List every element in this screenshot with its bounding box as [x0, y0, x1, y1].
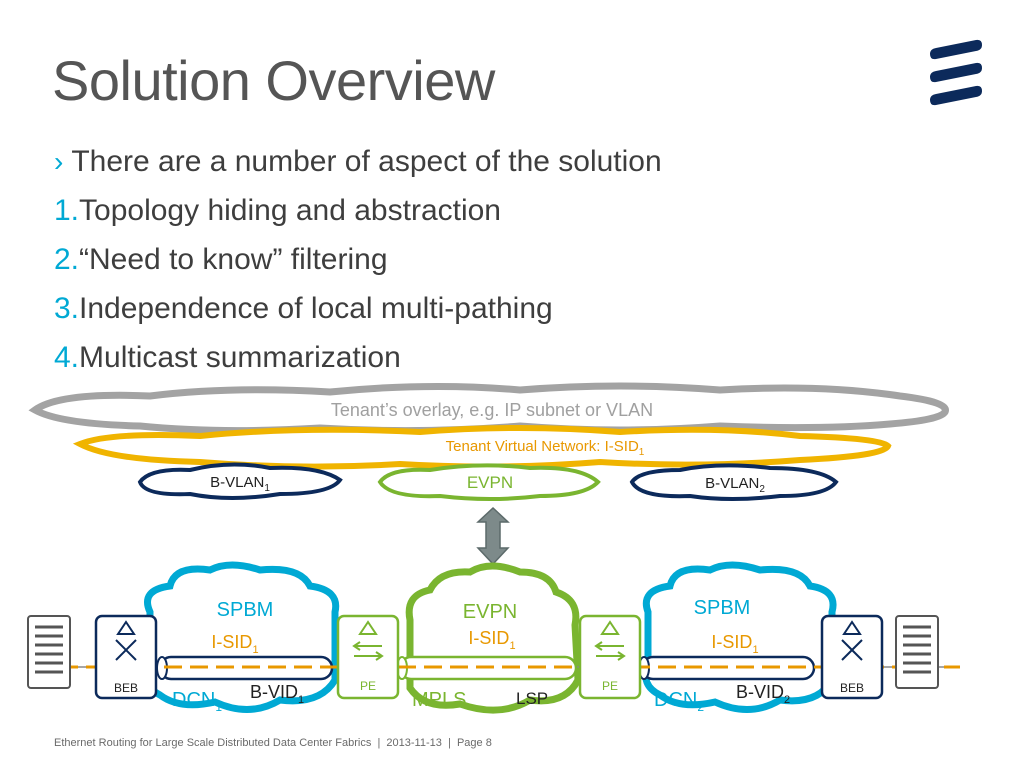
server-right-icon: [895, 615, 939, 689]
evpn-center-label: EVPN: [463, 601, 517, 623]
overlay-cloud: Tenant’s overlay, e.g. IP subnet or VLAN: [28, 382, 949, 435]
chevron-right-icon: ›: [54, 146, 64, 177]
beb-right-node: BEB: [820, 614, 884, 700]
bidirectional-arrows-icon: [594, 641, 626, 661]
bvlan2-cloud: B-VLAN2: [629, 463, 839, 501]
triangle-icon: [116, 620, 136, 635]
isid-center-label: I-SID1: [468, 628, 515, 652]
overlay-label: Tenant’s overlay, e.g. IP subnet or VLAN: [331, 400, 653, 420]
spbm-left-label: SPBM: [217, 599, 274, 621]
bvid-left-label: B-VID1: [250, 682, 304, 706]
bidirectional-arrows-icon: [352, 641, 384, 661]
dcn-left-label: DCN1: [172, 689, 222, 714]
tenant-virtual-network-cloud: Tenant Virtual Network: I-SID1: [72, 425, 892, 470]
bullet-intro: ›There are a number of aspect of the sol…: [54, 145, 662, 178]
bullet-list: ›There are a number of aspect of the sol…: [54, 143, 662, 388]
dcn-right-label: DCN2: [654, 689, 704, 714]
triangle-icon: [842, 620, 862, 635]
evpn-top-label: EVPN: [467, 473, 513, 492]
svg-text:PE: PE: [602, 679, 618, 693]
tvn-label: Tenant Virtual Network: I-SID1: [446, 438, 645, 458]
svg-text:PE: PE: [360, 679, 376, 693]
network-diagram: Tenant’s overlay, e.g. IP subnet or VLAN…: [27, 382, 960, 714]
svg-text:BEB: BEB: [840, 681, 864, 695]
cross-arrows-icon: [115, 639, 137, 661]
lsp-label: LSP: [516, 689, 548, 708]
bvlan1-label: B-VLAN1: [210, 474, 270, 494]
bvid-right-label: B-VID2: [736, 682, 790, 706]
beb-left-node: BEB: [94, 614, 158, 700]
bullet-item-3: 3.Independence of local multi-pathing: [54, 292, 553, 325]
isid-left-label: I-SID1: [211, 632, 258, 656]
double-arrow-icon: [476, 506, 510, 566]
cross-arrows-icon: [841, 639, 863, 661]
isid-right-label: I-SID1: [711, 632, 758, 656]
server-left-icon: [27, 615, 71, 689]
bvlan1-cloud: B-VLAN1: [137, 462, 343, 500]
page-title: Solution Overview: [52, 49, 495, 112]
mpls-label: MPLS: [412, 689, 466, 711]
pe-left-node: PE: [336, 614, 400, 700]
bullet-item-4: 4.Multicast summarization: [54, 341, 401, 374]
company-logo-icon: [930, 39, 982, 106]
bullet-item-1: 1.Topology hiding and abstraction: [54, 194, 501, 227]
pe-right-node: PE: [578, 614, 642, 700]
svg-text:BEB: BEB: [114, 681, 138, 695]
bvlan2-label: B-VLAN2: [705, 475, 765, 495]
evpn-top-cloud: EVPN: [377, 463, 601, 501]
footer: Ethernet Routing for Large Scale Distrib…: [54, 737, 492, 749]
triangle-icon: [358, 620, 378, 635]
triangle-icon: [600, 620, 620, 635]
spbm-right-label: SPBM: [694, 597, 751, 619]
bullet-item-2: 2.“Need to know” filtering: [54, 243, 388, 276]
